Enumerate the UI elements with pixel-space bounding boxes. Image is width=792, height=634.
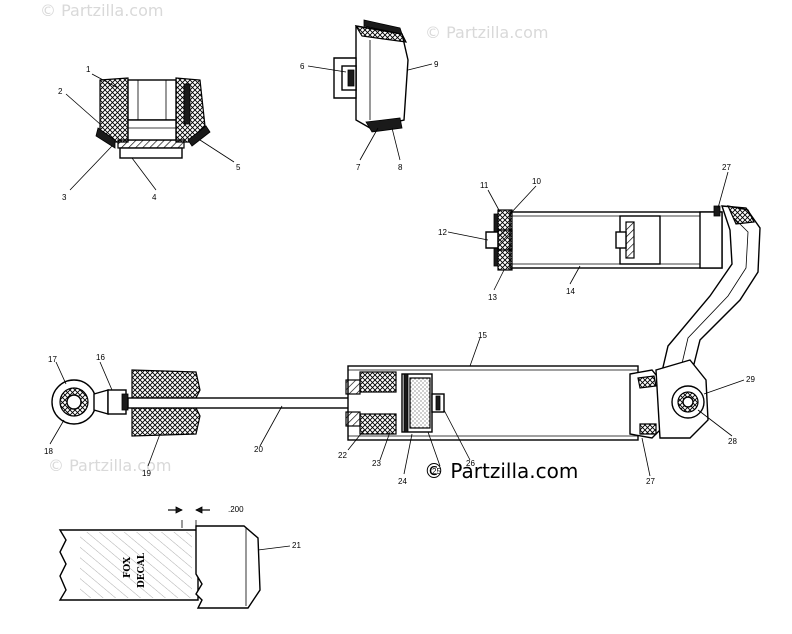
callout-24: 24 [398, 477, 407, 486]
callout-20: 20 [254, 445, 263, 454]
shock-body [51, 359, 709, 441]
callout-12: 12 [438, 228, 447, 237]
reservoir-cylinder [485, 205, 723, 271]
callout-8: 8 [398, 163, 403, 172]
callout-1: 1 [86, 65, 91, 74]
callout-27-bottom: 27 [646, 477, 655, 486]
watermark-mid-left: © Partzilla.com [48, 456, 171, 475]
decal-text-decal: DECAL [137, 552, 147, 588]
callout-19: 19 [142, 469, 151, 478]
callout-6: 6 [300, 62, 305, 71]
callout-23: 23 [372, 459, 381, 468]
callout-9: 9 [434, 60, 439, 69]
callout-7: 7 [356, 163, 361, 172]
decal-detail: FOX DECAL [58, 506, 261, 609]
watermark-top-right: © Partzilla.com [425, 23, 548, 42]
callout-28: 28 [728, 437, 737, 446]
callout-27-top: 27 [722, 163, 731, 172]
leader-lines [49, 63, 745, 551]
callout-3: 3 [62, 193, 67, 202]
callout-10: 10 [532, 177, 541, 186]
callout-17: 17 [48, 355, 57, 364]
watermark-top-left: © Partzilla.com [40, 1, 163, 20]
callout-numbers: 1 2 3 4 5 6 7 8 9 10 11 12 13 14 15 16 1… [44, 60, 755, 550]
callout-13: 13 [488, 293, 497, 302]
callout-14: 14 [566, 287, 575, 296]
watermark-center: © Partzilla.com [424, 459, 578, 483]
callout-29: 29 [746, 375, 755, 384]
callout-5: 5 [236, 163, 241, 172]
callout-16: 16 [96, 353, 105, 362]
callout-11: 11 [480, 181, 489, 190]
decal-text-fox: FOX [123, 557, 133, 578]
callout-22: 22 [338, 451, 347, 460]
callout-25: 25 [432, 467, 441, 476]
callout-18: 18 [44, 447, 53, 456]
callout-4: 4 [152, 193, 157, 202]
callout-26: 26 [466, 459, 475, 468]
cap-detail [333, 19, 409, 133]
dimension-label: .200 [228, 505, 244, 514]
callout-2: 2 [58, 87, 63, 96]
callout-21: 21 [292, 541, 301, 550]
callout-15: 15 [478, 331, 487, 340]
bushing-detail [95, 77, 211, 159]
